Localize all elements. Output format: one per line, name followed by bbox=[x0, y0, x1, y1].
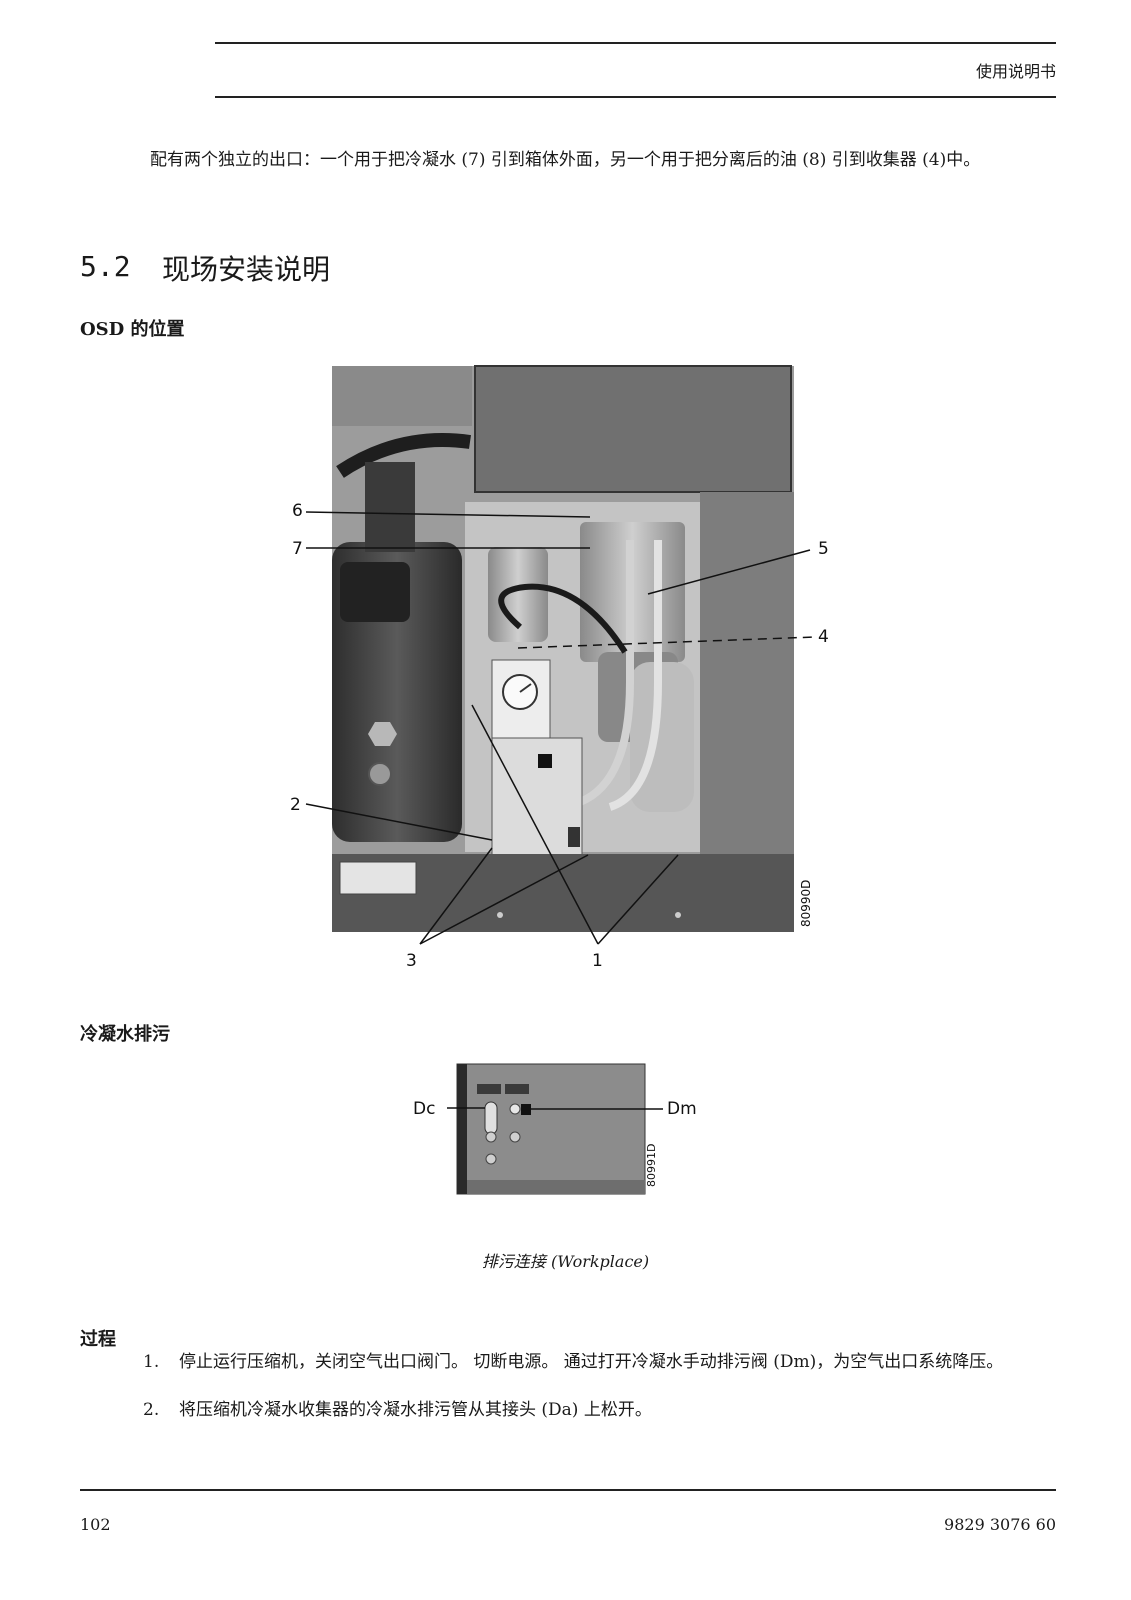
drain-panel-illustration bbox=[456, 1063, 646, 1195]
step-number: 2. bbox=[143, 1400, 160, 1420]
header-top-rule bbox=[215, 42, 1056, 44]
step-text: 停止运行压缩机，关闭空气出口阀门。 切断电源。 通过打开冷凝水手动排污阀 (Dm… bbox=[179, 1352, 1004, 1372]
leader-4 bbox=[517, 636, 816, 649]
leader-6 bbox=[305, 511, 591, 518]
intro-paragraph: 配有两个独立的出口：一个用于把冷凝水 (7) 引到箱体外面，另一个用于把分离后的… bbox=[150, 150, 981, 170]
leader-5 bbox=[647, 549, 811, 595]
section-number: 5.2 bbox=[80, 250, 131, 283]
section-title: 现场安装说明 bbox=[162, 253, 331, 286]
document-title: 使用说明书 bbox=[975, 62, 1056, 81]
callout-6: 6 bbox=[292, 501, 303, 521]
compressor-illustration bbox=[332, 365, 794, 932]
callout-1: 1 bbox=[592, 951, 603, 971]
drain-figure-code: 80991D bbox=[645, 1144, 658, 1187]
callout-2: 2 bbox=[290, 795, 301, 815]
leader-1b bbox=[597, 854, 679, 945]
leader-3b bbox=[419, 854, 589, 945]
header-bottom-rule bbox=[215, 96, 1056, 98]
step-number: 1. bbox=[143, 1352, 160, 1372]
osd-location-figure: 6 7 5 4 2 3 1 80990D bbox=[290, 365, 829, 971]
procedure-heading: 过程 bbox=[80, 1329, 116, 1350]
step-text: 将压缩机冷凝水收集器的冷凝水排污管从其接头 (Da) 上松开。 bbox=[179, 1400, 652, 1420]
drain-connection-figure: Dc Dm 80991D bbox=[413, 1063, 697, 1195]
drain-heading: 冷凝水排污 bbox=[80, 1024, 170, 1045]
callout-5: 5 bbox=[818, 539, 829, 559]
osd-heading: OSD 的位置 bbox=[80, 319, 185, 340]
leader-lines bbox=[305, 511, 816, 945]
leader-1a bbox=[471, 704, 599, 945]
callout-3: 3 bbox=[406, 951, 417, 971]
footer-rule bbox=[80, 1489, 1056, 1491]
drain-figure-caption: 排污连接 (Workplace) bbox=[481, 1252, 650, 1271]
label-dm: Dm bbox=[667, 1099, 697, 1119]
document-number: 9829 3076 60 bbox=[944, 1515, 1056, 1534]
callout-4: 4 bbox=[818, 627, 829, 647]
leader-2 bbox=[305, 803, 493, 841]
page-number: 102 bbox=[80, 1515, 111, 1534]
drain-leader-lines bbox=[447, 1107, 663, 1110]
callout-7: 7 bbox=[292, 539, 303, 559]
leader-3a bbox=[419, 847, 493, 945]
label-dc: Dc bbox=[413, 1099, 435, 1119]
procedure-step: 2. 将压缩机冷凝水收集器的冷凝水排污管从其接头 (Da) 上松开。 bbox=[143, 1398, 1053, 1422]
procedure-step: 1. 停止运行压缩机，关闭空气出口阀门。 切断电源。 通过打开冷凝水手动排污阀 … bbox=[143, 1350, 1053, 1398]
figure-code: 80990D bbox=[799, 880, 813, 927]
